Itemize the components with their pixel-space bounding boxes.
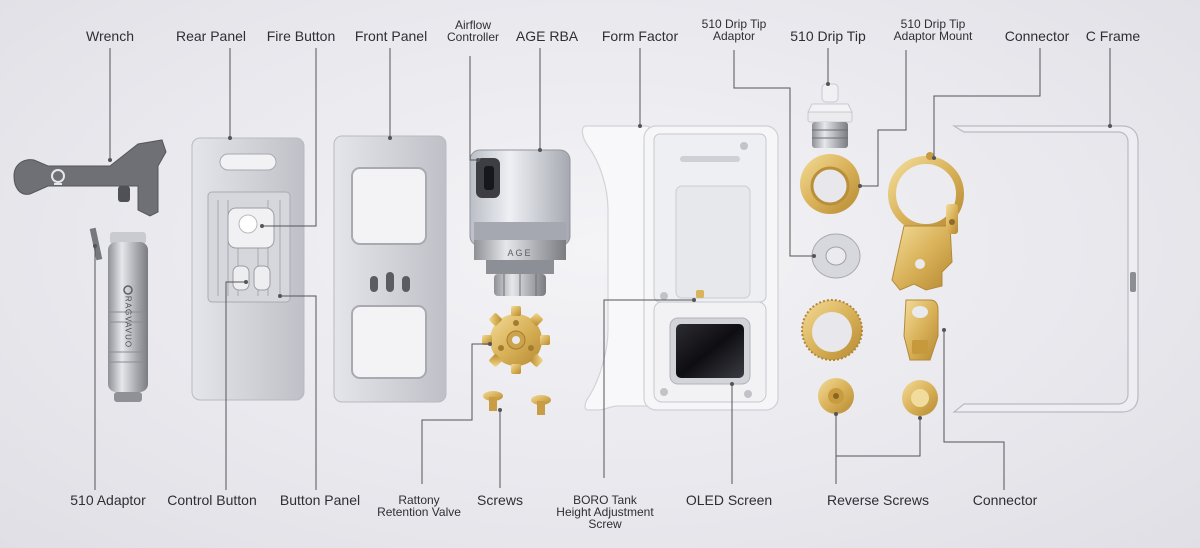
leader-adaptor bbox=[733, 50, 814, 257]
leader-button-panel bbox=[280, 295, 317, 490]
label-boro-line3: Screw bbox=[588, 517, 622, 531]
label-drip-tip: 510 Drip Tip bbox=[790, 28, 866, 44]
leader-fire-button bbox=[262, 48, 317, 227]
front-panel-part bbox=[333, 135, 447, 403]
oled-screen-part bbox=[669, 317, 751, 385]
label-drip-adaptor-line2: Adaptor bbox=[712, 29, 756, 43]
silver-ring-part bbox=[811, 233, 861, 279]
rear-panel-part bbox=[191, 137, 305, 401]
leader-connector-bottom bbox=[943, 330, 1005, 490]
label-c-frame: C Frame bbox=[1085, 28, 1141, 44]
label-drip-tip-adaptor-mount: 510 Drip Tip Adaptor Mount bbox=[894, 18, 973, 42]
label-fire-button: Fire Button bbox=[266, 28, 336, 44]
label-connector-top: Connector bbox=[1004, 28, 1070, 44]
leader-adaptor-mount bbox=[860, 50, 907, 187]
connector-part bbox=[903, 299, 939, 361]
leader-reverse-screws bbox=[835, 418, 921, 484]
label-age-rba: AGE RBA bbox=[515, 28, 579, 44]
label-boro-line2: Height Adjustment bbox=[556, 505, 654, 519]
label-connector-bottom: Connector bbox=[972, 492, 1038, 508]
label-control-button: Control Button bbox=[167, 492, 257, 508]
rba-engraving: AGE bbox=[507, 248, 532, 258]
label-button-panel: Button Panel bbox=[279, 492, 361, 508]
label-mount-line1: 510 Drip Tip bbox=[900, 17, 966, 31]
label-retention-valve: Rattony Retention Valve bbox=[377, 494, 461, 518]
label-rear-panel: Rear Panel bbox=[175, 28, 247, 44]
drip-tip-adaptor-part bbox=[800, 154, 860, 214]
leader-lines bbox=[94, 48, 1111, 490]
label-oled-screen: OLED Screen bbox=[685, 492, 773, 508]
label-front-panel: Front Panel bbox=[354, 28, 428, 44]
label-valve-line2: Retention Valve bbox=[377, 505, 461, 519]
knurled-ring-part bbox=[801, 299, 863, 361]
label-mount-line2: Adaptor Mount bbox=[893, 29, 973, 43]
label-airflow-line1: Airflow bbox=[454, 18, 491, 32]
reverse-screw-left-part bbox=[818, 378, 854, 414]
label-airflow-line2: Controller bbox=[446, 30, 500, 44]
leader-retention-valve bbox=[421, 343, 490, 484]
label-wrench: Wrench bbox=[86, 28, 134, 44]
screws-part bbox=[483, 391, 551, 415]
adaptor-engraving: RAGVAVUO bbox=[123, 295, 133, 349]
leader-airflow bbox=[469, 56, 478, 161]
drip-tip-adaptor-mount-part bbox=[888, 152, 964, 291]
label-reverse-screws: Reverse Screws bbox=[827, 492, 929, 508]
label-boro-tank-screw: BORO Tank Height Adjustment Screw bbox=[556, 494, 653, 530]
label-form-factor: Form Factor bbox=[601, 28, 679, 44]
leader-control-button bbox=[225, 281, 246, 490]
leader-connector-top bbox=[933, 48, 1041, 158]
label-drip-tip-adaptor: 510 Drip Tip Adaptor bbox=[702, 18, 767, 42]
c-frame-part bbox=[951, 125, 1139, 413]
age-rba-part bbox=[469, 149, 571, 296]
label-screws: Screws bbox=[477, 492, 523, 508]
label-drip-adaptor-line1: 510 Drip Tip bbox=[701, 17, 767, 31]
label-valve-line1: Rattony bbox=[398, 493, 440, 507]
label-510-adaptor: 510 Adaptor bbox=[70, 492, 146, 508]
reverse-screw-right-part bbox=[902, 380, 938, 416]
label-airflow-controller: Airflow Controller bbox=[447, 19, 499, 43]
wrench-part bbox=[13, 139, 167, 261]
leader-dots bbox=[93, 82, 1112, 420]
drip-tip-part bbox=[807, 83, 853, 148]
label-boro-line1: BORO Tank bbox=[573, 493, 637, 507]
510-adaptor-part bbox=[108, 232, 148, 402]
leader-boro-screw bbox=[603, 299, 694, 478]
retention-valve-part bbox=[482, 306, 550, 374]
